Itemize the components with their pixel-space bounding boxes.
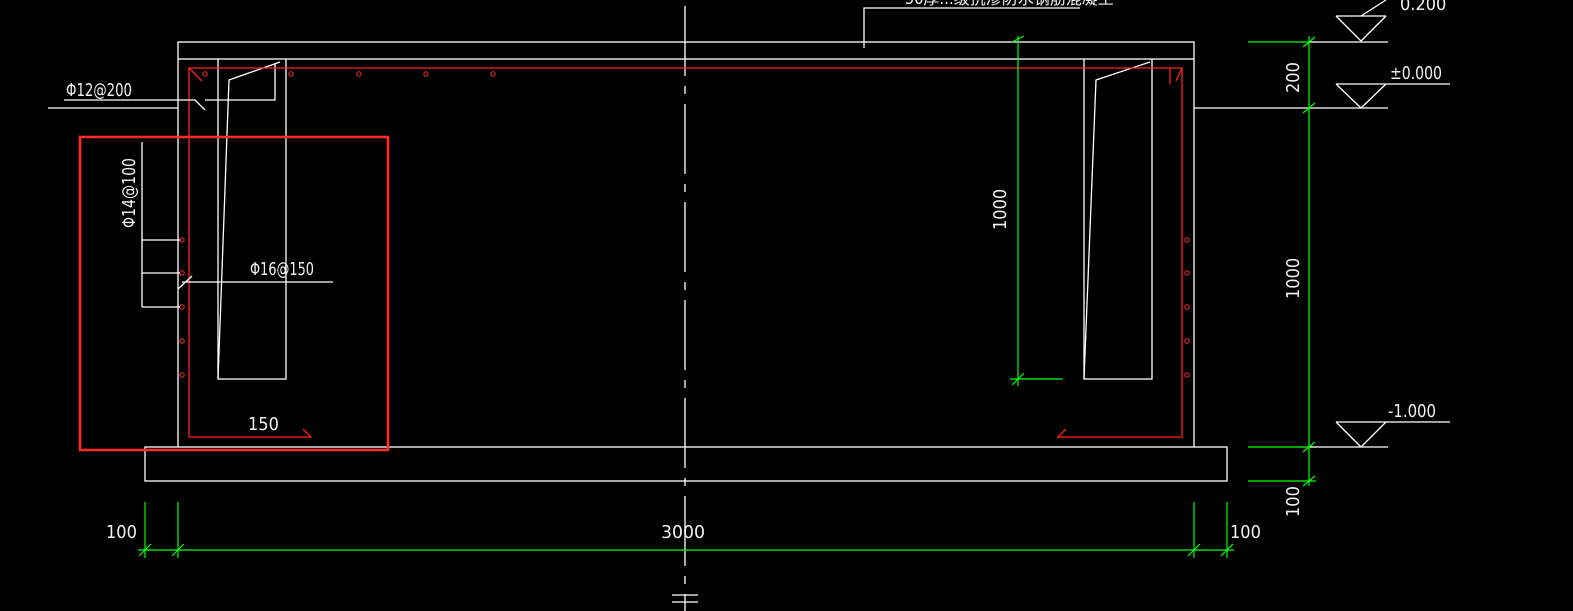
dim-tick [1302, 475, 1316, 487]
rebar-right [1056, 68, 1183, 438]
dim-tick [1220, 543, 1234, 557]
dim-tick [1302, 102, 1316, 114]
rebar-dot [179, 338, 185, 344]
annotations: 56厚…级抗渗防水钢筋混凝土 Φ12@200 Φ14@100 Φ16@150 1… [64, 0, 1114, 435]
side-rebar-label: Φ14@100 [119, 158, 140, 228]
top-slab [177, 41, 1195, 60]
dim-tick [1302, 441, 1316, 453]
center-line [672, 6, 698, 611]
lap-length: 150 [248, 414, 279, 435]
rebar-dot [179, 237, 185, 243]
dim-tick [138, 543, 152, 557]
dim-top-slab: 200 [1283, 62, 1304, 93]
rebar-top [187, 67, 1184, 82]
wall-rebar-label: Φ16@150 [250, 259, 314, 280]
rebar-left [188, 68, 313, 438]
top-rebar-label: Φ12@200 [66, 80, 132, 101]
rebar-dot [1184, 338, 1190, 344]
dim-tick [1187, 543, 1201, 557]
dim-tick [1302, 36, 1316, 48]
left-beam-inner [217, 61, 281, 380]
highlight-box[interactable] [78, 135, 390, 452]
top-note: 56厚…级抗渗防水钢筋混凝土 [905, 0, 1114, 8]
rebar-dot [179, 304, 185, 310]
rebar-dot [202, 71, 208, 77]
elev-top-tri [1335, 15, 1362, 42]
elev-bottom-label: -1.000 [1388, 401, 1436, 422]
rebar-dot [179, 372, 185, 378]
dim-left-offset: 100 [106, 522, 137, 543]
elevation-markers: 0.200 ±0.000 -1.000 [1310, 0, 1450, 448]
left-beam-hook [205, 64, 276, 101]
dim-tick [171, 543, 185, 557]
elev-bottom-tri [1360, 421, 1387, 448]
right-beam [1083, 59, 1153, 380]
elev-top-leader [1360, 0, 1387, 17]
elev-top-tri [1360, 15, 1387, 42]
rebar-dot [1184, 304, 1190, 310]
rebar-dot [288, 71, 294, 77]
rebar-dot [1184, 372, 1190, 378]
dimensions: 1000 200 1000 100 100 3000 100 [106, 35, 1316, 558]
right-beam-inner [1083, 61, 1151, 380]
dim-inner-height: 1000 [990, 189, 1011, 230]
elev-bottom-tri [1335, 421, 1362, 448]
dim-wall-height: 1000 [1283, 258, 1304, 299]
rebar-dot [490, 71, 496, 77]
elev-top-label: 0.200 [1400, 0, 1446, 15]
top-rebar-leader [64, 99, 206, 111]
rebar-dot [179, 270, 185, 276]
dim-base: 100 [1283, 486, 1304, 517]
dim-tick [1011, 35, 1025, 43]
dim-right-offset: 100 [1230, 522, 1261, 543]
left-beam [217, 59, 287, 380]
top-note-leader [863, 7, 1080, 48]
rebar-dot [356, 71, 362, 77]
rebar-dot [423, 71, 429, 77]
rebar [179, 67, 1190, 438]
rebar-dot [1184, 270, 1190, 276]
structure-outline [48, 41, 1388, 482]
elev-ground-tri [1360, 83, 1387, 109]
elev-ground-label: ±0.000 [1390, 63, 1442, 84]
elev-ground-tri [1335, 83, 1362, 109]
dim-total-width: 3000 [661, 522, 705, 543]
rebar-dot [1184, 237, 1190, 243]
base-slab [144, 446, 1228, 482]
wall-rebar-tick [177, 275, 193, 290]
